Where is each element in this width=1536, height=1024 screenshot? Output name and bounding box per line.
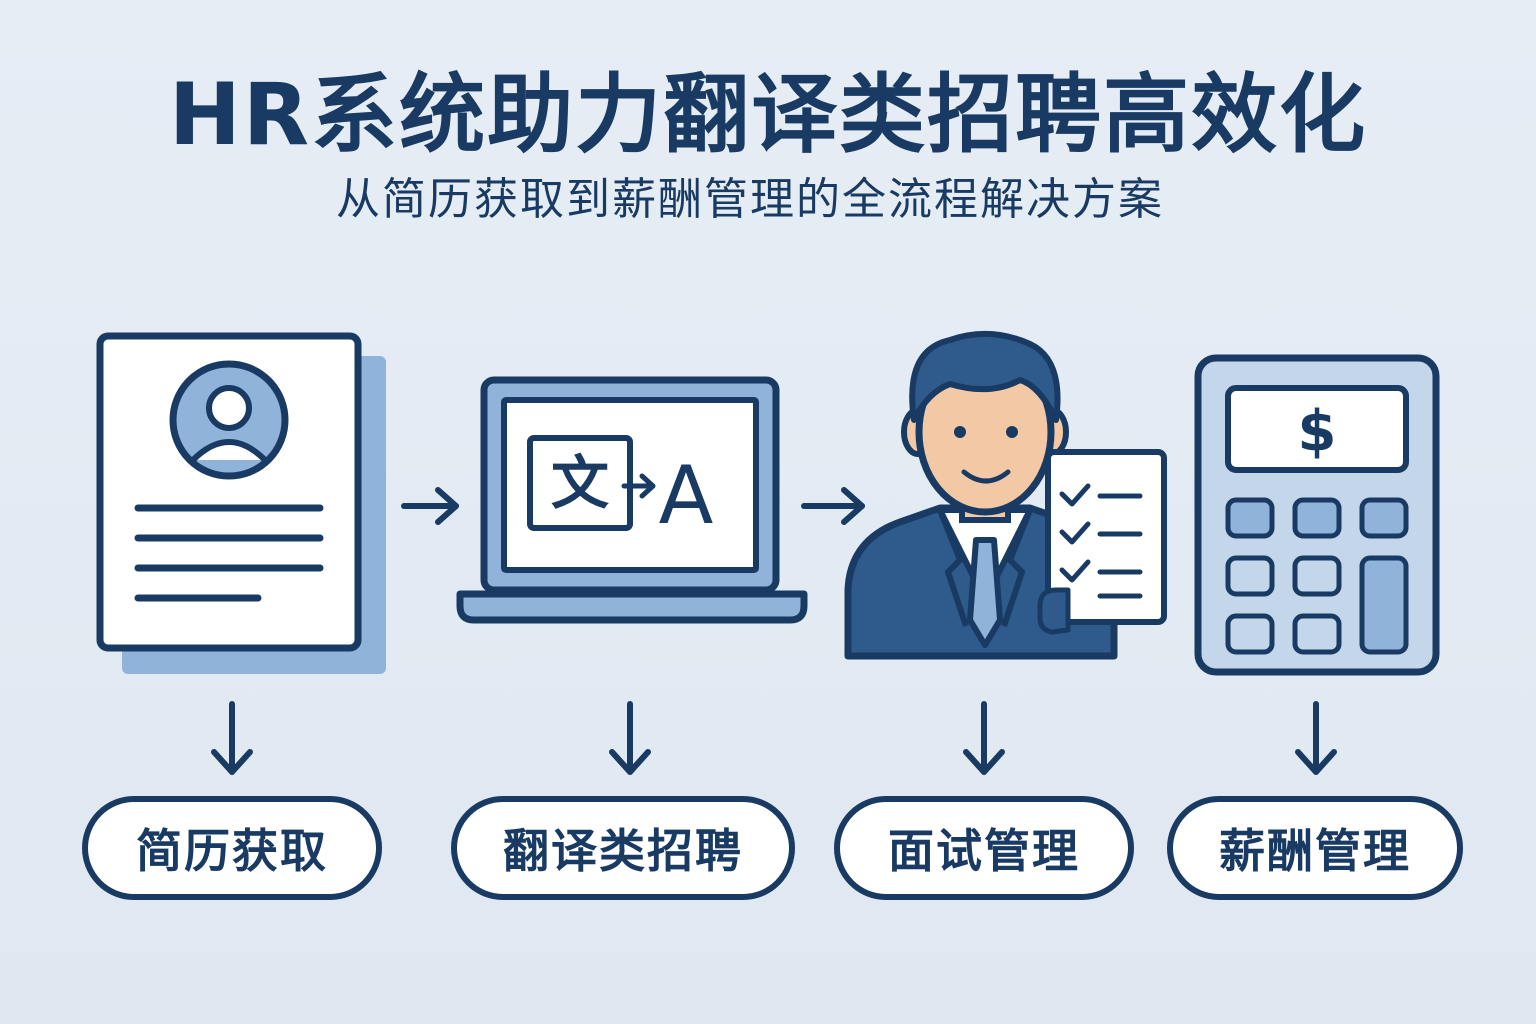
step-label-translation-recruiting: 翻译类招聘 bbox=[451, 796, 795, 900]
calculator-icon: $ bbox=[1194, 354, 1440, 676]
page-title: HR系统助力翻译类招聘高效化 bbox=[168, 65, 1368, 165]
translate-source-glyph: 文 bbox=[551, 449, 609, 517]
interviewer-icon bbox=[844, 330, 1167, 660]
translate-target-glyph: A bbox=[659, 449, 714, 542]
step-label-interview: 面试管理 bbox=[834, 796, 1134, 900]
arrow-down-icon bbox=[963, 701, 1005, 775]
page-subtitle: 从简历获取到薪酬管理的全流程解决方案 bbox=[336, 174, 1164, 225]
resume-icon bbox=[96, 332, 386, 674]
arrow-down-icon bbox=[609, 701, 651, 775]
step-label-resume: 简历获取 bbox=[82, 796, 382, 900]
arrow-down-icon bbox=[211, 701, 253, 775]
arrow-right-icon bbox=[401, 487, 459, 525]
step-label-payroll: 薪酬管理 bbox=[1167, 796, 1463, 900]
currency-symbol: $ bbox=[1298, 399, 1337, 464]
arrow-down-icon bbox=[1295, 701, 1337, 775]
arrow-right-icon bbox=[801, 487, 865, 525]
laptop-translate-icon: 文 A bbox=[456, 376, 808, 624]
